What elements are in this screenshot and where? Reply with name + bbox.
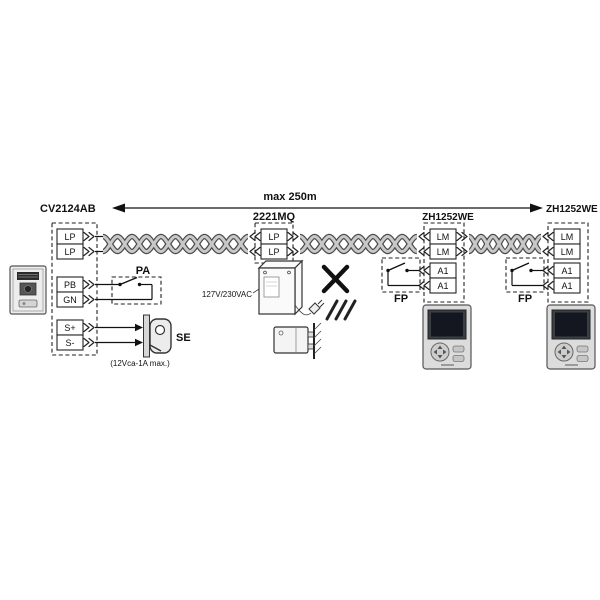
fp-label-1: FP	[394, 293, 408, 305]
terminal-pb: PB	[56, 276, 84, 293]
pa-button-circuit: PA	[95, 265, 162, 305]
terminal-lm-2a: LM	[553, 228, 581, 245]
mains-plug-icon	[294, 299, 325, 316]
terminal-a1-1a: A1	[429, 262, 457, 279]
svg-text:LM: LM	[437, 247, 450, 257]
terminal-a1-2a: A1	[553, 262, 581, 279]
svg-text:PB: PB	[64, 280, 76, 290]
connector-icon	[456, 231, 468, 242]
connector-icon	[249, 246, 261, 257]
svg-text:LM: LM	[437, 232, 450, 242]
fp-button-circuit-1: FP	[381, 257, 421, 305]
terminal-a1-2b: A1	[553, 277, 581, 294]
terminal-gn: GN	[56, 291, 84, 308]
distance-label: max 250m	[263, 191, 316, 203]
svg-text:LM: LM	[561, 232, 574, 242]
prohibited-icon	[321, 264, 350, 294]
svg-text:A1: A1	[437, 281, 448, 291]
svg-text:S-: S-	[66, 338, 75, 348]
connector-icon	[83, 294, 95, 305]
terminal-lm-1b: LM	[429, 243, 457, 260]
fp-label-2: FP	[518, 293, 532, 305]
terminal-block-door-station: LP LP PB GN S+ S-	[51, 222, 98, 356]
svg-text:S+: S+	[64, 323, 75, 333]
svg-text:LP: LP	[64, 232, 75, 242]
twisted-cable-2	[299, 233, 418, 255]
twisted-cable-3	[467, 233, 543, 255]
twisted-cable-1	[95, 233, 249, 255]
label-power-supply-model: 2221MQ	[253, 211, 296, 223]
mains-voltage-label: 127V/230VAC	[202, 290, 252, 299]
call-button-icon	[18, 299, 38, 308]
connector-icon	[83, 246, 95, 257]
connector-icon	[83, 231, 95, 242]
terminal-block-monitor-2: LM LM A1 A1	[542, 222, 589, 303]
svg-text:A1: A1	[561, 281, 572, 291]
terminal-lp-psu-2: LP	[260, 243, 288, 260]
svg-text:A1: A1	[561, 266, 572, 276]
power-supply-unit: 127V/230VAC	[202, 259, 325, 316]
pa-label: PA	[136, 265, 151, 277]
electric-lock-icon	[143, 314, 172, 358]
lock-rating-note: (12Vca-1A max.)	[110, 359, 170, 368]
entrance-panel	[9, 265, 47, 315]
connector-icon	[456, 246, 468, 257]
svg-text:LM: LM	[561, 247, 574, 257]
terminal-lp-1: LP	[56, 228, 84, 245]
svg-text:GN: GN	[63, 295, 77, 305]
label-monitor-2-model: ZH1252WE	[546, 204, 598, 215]
speaker-grille-icon	[17, 272, 39, 280]
terminal-lp-2: LP	[56, 243, 84, 260]
se-lock-circuit: SE (12Vca-1A max.)	[95, 314, 191, 368]
terminal-lm-2b: LM	[553, 243, 581, 260]
connector-icon	[83, 279, 95, 290]
module-side-view	[273, 322, 322, 359]
terminal-s-plus: S+	[56, 319, 84, 336]
terminal-lp-psu-1: LP	[260, 228, 288, 245]
connector-icon	[83, 322, 95, 333]
monitor-1-device	[422, 304, 472, 370]
svg-text:LP: LP	[268, 232, 279, 242]
se-label: SE	[176, 332, 191, 344]
fp-button-circuit-2: FP	[505, 257, 545, 305]
svg-text:LP: LP	[64, 247, 75, 257]
monitor-2-device	[546, 304, 596, 370]
label-door-station-model: CV2124AB	[40, 203, 96, 215]
terminal-lm-1a: LM	[429, 228, 457, 245]
terminal-block-monitor-1: LM LM A1 A1	[418, 222, 468, 303]
din-rail-icon	[325, 299, 357, 321]
svg-text:LP: LP	[268, 247, 279, 257]
label-monitor-1-model: ZH1252WE	[422, 212, 474, 223]
terminal-s-minus: S-	[56, 334, 84, 351]
distance-arrow: max 250m	[112, 191, 543, 213]
terminal-a1-1b: A1	[429, 277, 457, 294]
svg-text:A1: A1	[437, 266, 448, 276]
terminal-block-power-supply: LP LP	[249, 222, 299, 264]
connector-icon	[83, 337, 95, 348]
